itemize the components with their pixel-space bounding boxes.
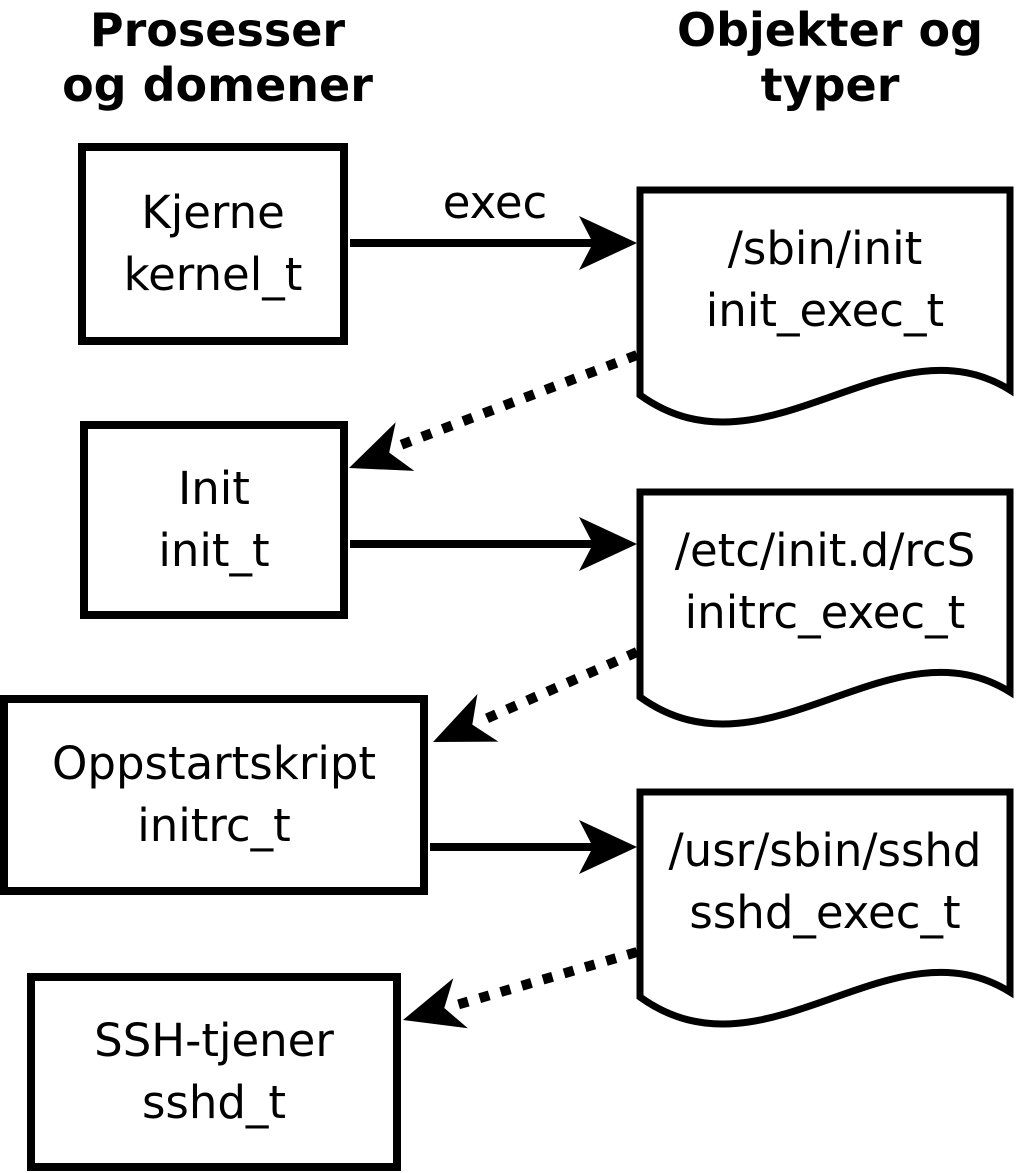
object-type: init_exec_t (705, 284, 945, 337)
object-path: /usr/sbin/sshd (668, 824, 982, 877)
object-type: initrc_exec_t (684, 586, 966, 639)
arrowhead-icon (579, 820, 637, 874)
object-label-etc-initd-rcs: /etc/init.d/rcS initrc_exec_t (645, 517, 1005, 647)
process-name: Init (178, 462, 250, 515)
object-path: /sbin/init (727, 222, 923, 275)
exec-arrow-init-to-rcs (350, 517, 637, 571)
document-shape-usr-sbin-sshd (636, 788, 1014, 1028)
transition-arrow-sbin-init-to-init (349, 350, 639, 471)
heading-line: og domener (62, 58, 373, 112)
exec-arrow-initrc-to-sshd (430, 820, 637, 874)
process-box-init (80, 421, 348, 619)
process-type: initrc_t (137, 799, 291, 852)
process-label-sshd: SSH-tjener sshd_t (31, 977, 397, 1167)
document-shape-etc-initd-rcs (636, 488, 1014, 728)
object-type: sshd_exec_t (689, 886, 961, 939)
column-heading-objects: Objekter og typer (640, 2, 1020, 114)
exec-arrow-kernel-to-sbin-init (350, 216, 637, 270)
process-box-initrc (0, 695, 428, 895)
process-type: init_t (158, 524, 270, 577)
arrowhead-icon (579, 216, 637, 270)
arrowhead-icon (349, 422, 415, 471)
process-box-kernel (78, 143, 348, 345)
process-label-kernel: Kjerne kernel_t (82, 147, 344, 341)
object-path: /etc/init.d/rcS (674, 524, 976, 577)
dotted-shaft (396, 350, 639, 451)
heading-line: typer (760, 58, 900, 112)
process-box-sshd (27, 973, 401, 1171)
process-type: kernel_t (123, 248, 303, 301)
column-heading-processes: Prosesser og domener (30, 2, 405, 114)
exec-edge-label: exec (442, 176, 548, 229)
heading-line: Objekter og (676, 3, 983, 57)
object-label-usr-sbin-sshd: /usr/sbin/sshd sshd_exec_t (645, 817, 1005, 947)
arrowhead-icon (403, 978, 468, 1029)
process-label-init: Init init_t (84, 425, 344, 615)
dotted-shaft (478, 647, 640, 726)
process-name: SSH-tjener (94, 1014, 334, 1067)
dotted-shaft (451, 947, 639, 1011)
document-icon (636, 488, 1014, 728)
process-label-initrc: Oppstartskript initrc_t (4, 699, 424, 891)
arrowhead-icon (579, 517, 637, 571)
heading-line: Prosesser (89, 3, 346, 57)
document-shape-sbin-init (636, 186, 1014, 426)
document-icon (636, 186, 1014, 426)
document-icon (636, 788, 1014, 1028)
object-label-sbin-init: /sbin/init init_exec_t (645, 215, 1005, 345)
process-name: Oppstartskript (51, 737, 377, 790)
transition-arrow-rcs-to-initrc (433, 647, 640, 742)
arrowhead-icon (433, 694, 499, 742)
process-name: Kjerne (141, 186, 285, 239)
process-type: sshd_t (141, 1076, 287, 1129)
transition-arrow-sshd-exec-to-sshd (403, 947, 639, 1029)
